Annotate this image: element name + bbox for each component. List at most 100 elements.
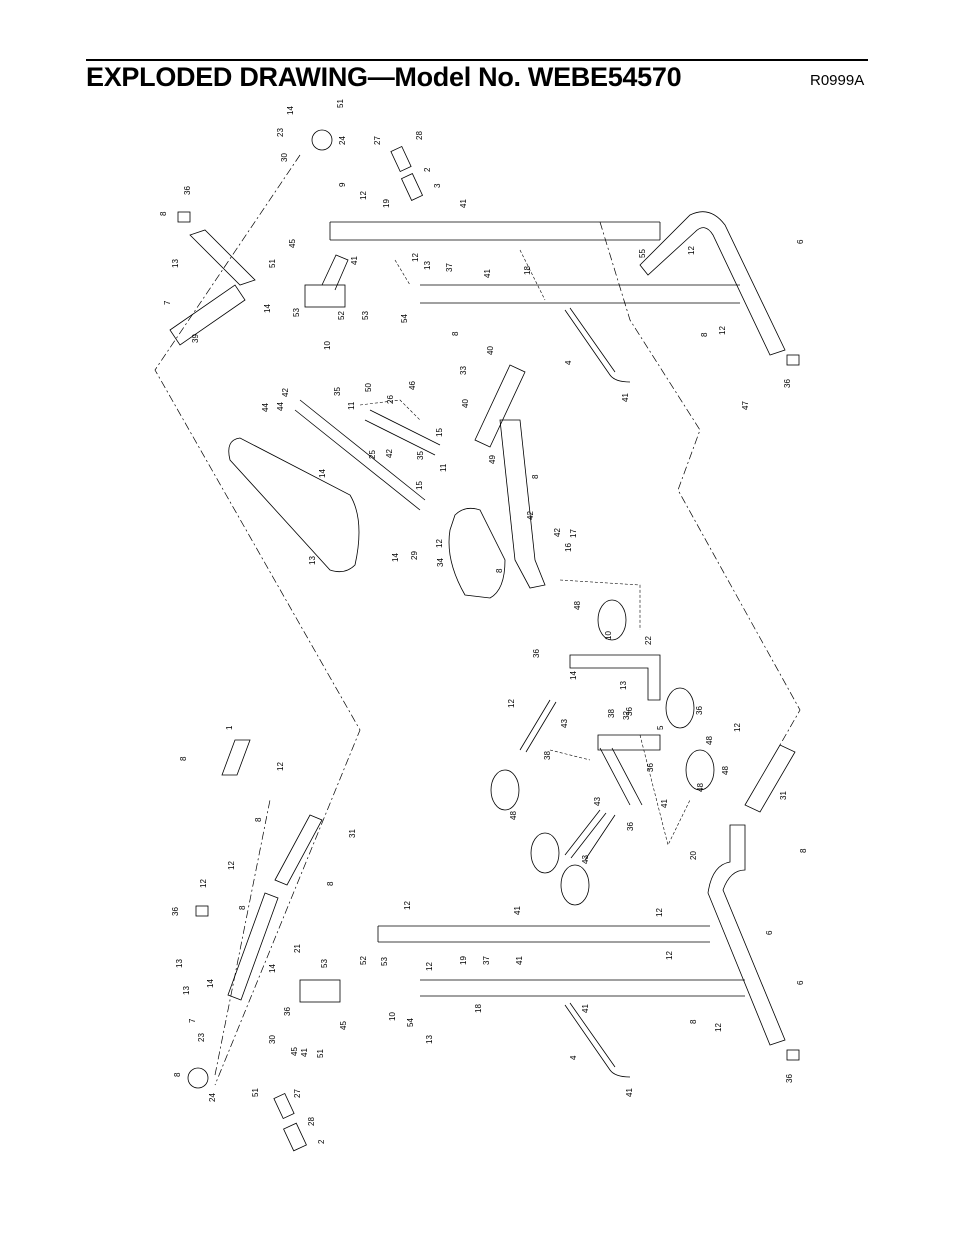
part-number-label: 51 <box>268 259 277 268</box>
page-title: EXPLODED DRAWING—Model No. WEBE54570 <box>86 62 682 92</box>
part-number-label: 19 <box>382 199 391 208</box>
roller-48 <box>560 864 590 906</box>
curved-frame-20 <box>707 824 786 1046</box>
part-number-label: 52 <box>337 311 346 320</box>
part-number-label: 10 <box>323 341 332 350</box>
part-number-label: 8 <box>531 474 540 479</box>
part-number-label: 31 <box>348 829 357 838</box>
part-number-label: 26 <box>386 395 395 404</box>
part-number-label: 43 <box>593 797 602 806</box>
part-number-label: 48 <box>696 783 705 792</box>
part-number-label: 20 <box>689 851 698 860</box>
part-number-label: 41 <box>459 199 468 208</box>
part-number-label: 41 <box>300 1048 309 1057</box>
part-number-label: 12 <box>411 253 420 262</box>
part-number-label: 6 <box>796 239 805 244</box>
part-number-label: 39 <box>191 334 200 343</box>
part-number-label: 45 <box>339 1021 348 1030</box>
part-number-label: 31 <box>779 791 788 800</box>
part-number-label: 12 <box>718 326 727 335</box>
part-number-label: 36 <box>625 707 634 716</box>
part-number-label: 35 <box>416 451 425 460</box>
part-number-label: 41 <box>625 1088 634 1097</box>
part-number-label: 12 <box>714 1023 723 1032</box>
part-number-label: 14 <box>391 553 400 562</box>
part-number-label: 40 <box>461 399 470 408</box>
part-number-label: 12 <box>425 962 434 971</box>
part-number-label: 53 <box>380 957 389 966</box>
part-number-label: 7 <box>188 1018 197 1023</box>
part-number-label: 48 <box>705 736 714 745</box>
pivot-tube-52-bottom <box>299 979 341 1003</box>
part-number-label: 36 <box>283 1007 292 1016</box>
part-number-label: 50 <box>364 383 373 392</box>
part-number-label: 38 <box>607 709 616 718</box>
pulley-24 <box>187 1067 209 1089</box>
part-number-label: 48 <box>509 811 518 820</box>
part-number-label: 10 <box>604 631 613 640</box>
part-number-label: 49 <box>488 455 497 464</box>
crossbar-21 <box>227 892 279 1001</box>
part-number-label: 43 <box>560 719 569 728</box>
part-number-label: 12 <box>687 246 696 255</box>
part-number-label: 43 <box>581 855 590 864</box>
part-number-label: 41 <box>621 393 630 402</box>
part-number-label: 41 <box>513 906 522 915</box>
curved-frame-55 <box>639 211 786 356</box>
part-number-label: 11 <box>347 401 356 410</box>
part-number-label: 8 <box>689 1019 698 1024</box>
part-number-label: 13 <box>175 959 184 968</box>
part-number-label: 16 <box>564 543 573 552</box>
part-number-label: 12 <box>227 861 236 870</box>
part-number-label: 36 <box>626 822 635 831</box>
upright-rail-19 <box>329 221 661 241</box>
pulley-24 <box>311 129 333 151</box>
crossbar-31 <box>744 744 796 813</box>
part-number-label: 1 <box>225 725 234 730</box>
part-number-label: 7 <box>163 300 172 305</box>
part-number-label: 24 <box>208 1093 217 1102</box>
part-number-label: 8 <box>495 568 504 573</box>
part-number-label: 41 <box>350 256 359 265</box>
part-number-label: 28 <box>415 131 424 140</box>
part-number-label: 4 <box>564 360 573 365</box>
part-number-label: 29 <box>410 551 419 560</box>
part-number-label: 8 <box>173 1072 182 1077</box>
part-number-label: 22 <box>644 636 653 645</box>
part-number-label: 5 <box>656 725 665 730</box>
part-number-label: 12 <box>733 723 742 732</box>
seat-frame-49 <box>499 419 546 589</box>
part-number-label: 8 <box>238 905 247 910</box>
part-number-label: 8 <box>799 848 808 853</box>
part-number-label: 44 <box>261 403 270 412</box>
part-number-label: 12 <box>359 191 368 200</box>
part-number-label: 6 <box>796 980 805 985</box>
part-number-label: 42 <box>281 388 290 397</box>
leg-frame-22 <box>569 654 661 701</box>
part-number-label: 41 <box>515 956 524 965</box>
part-number-label: 53 <box>361 311 370 320</box>
part-number-label: 48 <box>573 601 582 610</box>
part-number-label: 10 <box>388 1012 397 1021</box>
part-number-label: 27 <box>373 136 382 145</box>
part-number-label: 38 <box>543 751 552 760</box>
part-number-label: 51 <box>316 1049 325 1058</box>
seat-pad-34 <box>448 507 506 599</box>
part-number-label: 12 <box>199 879 208 888</box>
part-number-label: 8 <box>700 332 709 337</box>
part-number-label: 40 <box>486 346 495 355</box>
part-number-label: 13 <box>171 259 180 268</box>
part-number-label: 48 <box>721 766 730 775</box>
part-number-label: 42 <box>526 511 535 520</box>
part-number-label: 42 <box>385 449 394 458</box>
crossbar-31 <box>274 814 323 886</box>
handle-4-top <box>564 307 631 383</box>
part-number-label: 14 <box>206 979 215 988</box>
part-number-label: 13 <box>423 261 432 270</box>
upright-rail-18-bottom <box>420 979 745 997</box>
part-number-label: 36 <box>695 706 704 715</box>
roller-48 <box>530 832 560 874</box>
part-number-label: 13 <box>308 556 317 565</box>
part-number-label: 14 <box>569 671 578 680</box>
